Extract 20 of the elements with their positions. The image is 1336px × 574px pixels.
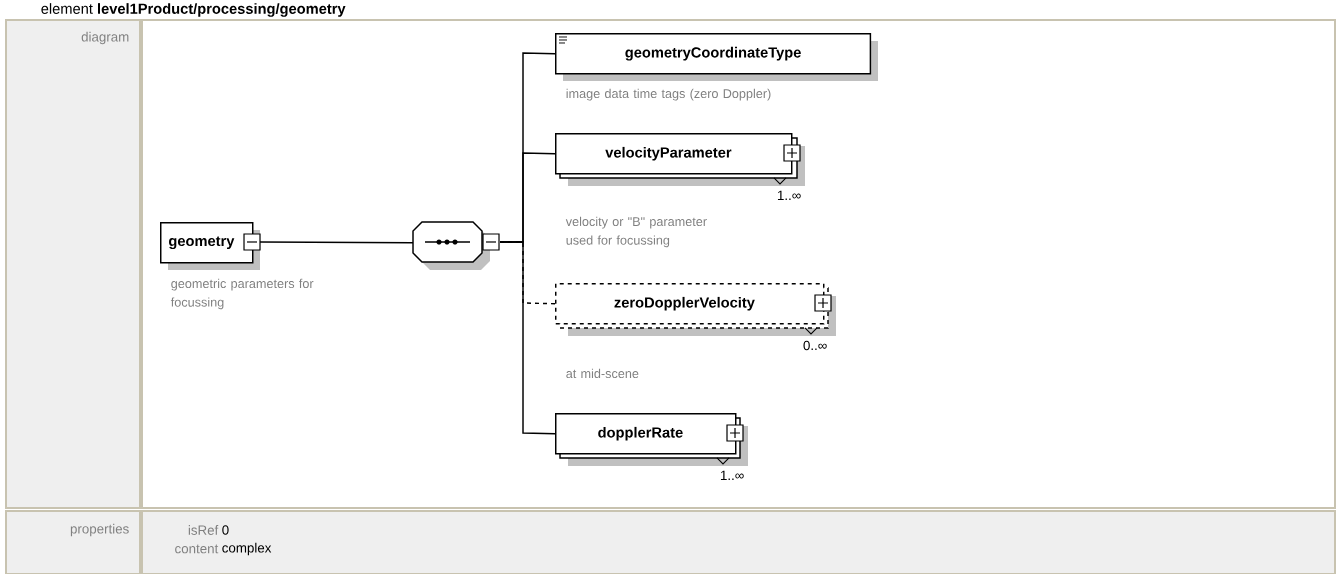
label-text: 0 (222, 525, 229, 535)
description-text: image data time tags (zero Doppler) (566, 88, 771, 101)
cardinality-text: 0..∞ (803, 340, 827, 351)
element-box: velocityParameter (555, 133, 805, 186)
cardinality-text: 1..∞ (720, 470, 744, 480)
description-text: velocity or "B" parameter used for focussing (565, 216, 707, 248)
label-text: content (175, 544, 219, 554)
description-text: at mid-scene (566, 368, 639, 379)
element-box: zeroDopplerVelocity (555, 283, 836, 336)
element-box: dopplerRate (555, 413, 748, 466)
connector-line (499, 241, 556, 435)
label-text: properties (70, 523, 129, 537)
element-box: geometryCoordinateType (555, 33, 878, 81)
label-text: isRef (188, 525, 219, 535)
cardinality-text: 1..∞ (777, 190, 801, 200)
label-text: complex (222, 542, 272, 556)
heading: element level1Product/processing/geometry (41, 3, 346, 17)
description-text: geometric parameters for focussing (170, 278, 314, 310)
connector-line (259, 241, 414, 244)
label-text: diagram (81, 31, 129, 45)
